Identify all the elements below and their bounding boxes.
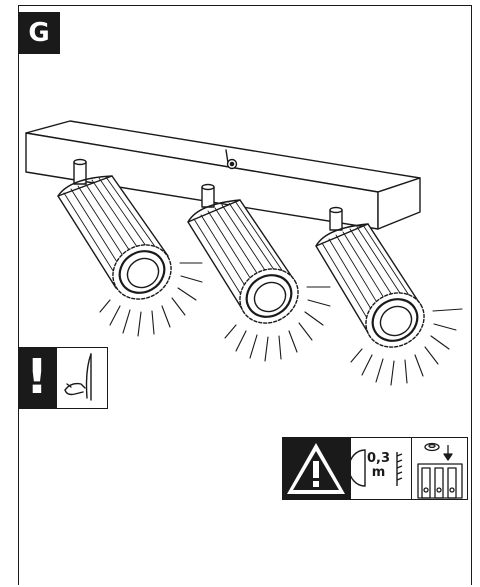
spotlight-1 (57, 175, 203, 337)
spotlight-3 (315, 223, 463, 386)
hazard-panel (282, 437, 350, 500)
bulb-replacement-icon (417, 442, 463, 499)
min-distance-icon (351, 449, 403, 487)
instruction-frame (18, 5, 472, 585)
warning-triangle-icon (287, 443, 345, 494)
distance-label: 0,3 m (367, 452, 390, 480)
step-badge: G (18, 12, 60, 54)
exclamation-warning-icon: ! (18, 347, 56, 409)
step-letter: G (28, 18, 50, 48)
hand-touch-icon (64, 353, 92, 401)
safety-symbols: 0,3 m (282, 437, 468, 500)
min-distance-panel: 0,3 m (350, 437, 412, 500)
lamp-panel (412, 437, 468, 500)
spotlight-2 (187, 199, 331, 362)
caution-panel: ! (18, 347, 108, 409)
distance-unit: m (371, 465, 386, 480)
hand-touch-panel (56, 347, 108, 409)
distance-value: 0,3 (367, 451, 391, 466)
